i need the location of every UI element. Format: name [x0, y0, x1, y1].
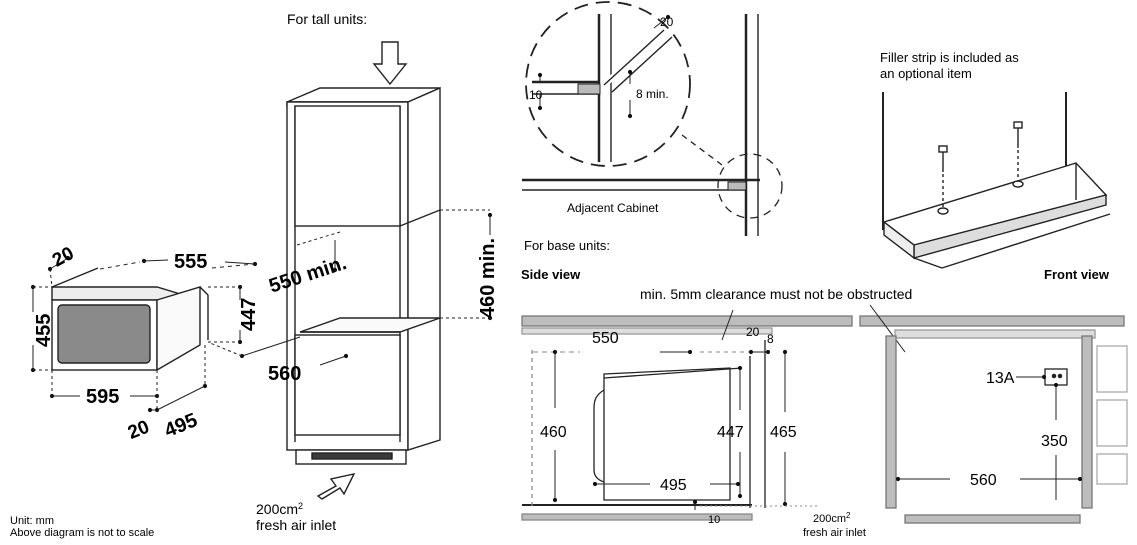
detail-dim-20: 20: [660, 15, 674, 29]
scale-note: Above diagram is not to scale: [10, 527, 154, 539]
tall-units-heading: For tall units:: [287, 11, 367, 27]
filler-note-line1: Filler strip is included as: [880, 50, 1019, 65]
tall-airflow-arrow: [372, 41, 408, 86]
base-units-heading: For base units:: [524, 238, 610, 253]
detail-labels: 20 10 8 min. Adjacent Cabinet: [529, 15, 674, 215]
tall-cabinet: [286, 86, 441, 465]
tall-inlet-arrow: [316, 473, 356, 500]
oven-dimensions: [30, 255, 258, 413]
oven-illustration: [51, 267, 209, 372]
clearance-note: min. 5mm clearance must not be obstructe…: [640, 286, 912, 302]
base-dim-447: 447: [717, 424, 744, 441]
front-dim-560: 560: [970, 472, 997, 489]
front-view-labels: 13A 350 560: [970, 370, 1068, 489]
oven-side-body: [156, 286, 201, 372]
detail-dim-10: 10: [529, 88, 543, 102]
front-view-label: Front view: [1044, 267, 1110, 282]
side-view-diagram: [521, 309, 853, 521]
front-view-dims: [895, 374, 1083, 500]
oven-dim-labels: 20 555 455 447 595 20 495: [33, 243, 260, 444]
oven-door-window: [57, 304, 151, 364]
base-dim-460: 460: [540, 424, 567, 441]
base-dim-495: 495: [660, 477, 687, 494]
detail-zoom-circle: [525, 1, 691, 167]
base-dim-20: 20: [746, 325, 760, 339]
dim-495: 495: [161, 409, 200, 442]
dim-595: 595: [86, 386, 119, 408]
base-dim-8: 8: [767, 332, 774, 346]
filler-note-line2: an optional item: [880, 66, 972, 81]
dim-460-min: 460 min.: [477, 238, 499, 318]
unit-note: Unit: mm: [10, 515, 54, 527]
dim-455: 455: [33, 314, 55, 347]
base-inlet-label: fresh air inlet: [803, 527, 866, 539]
detail-source-circle: [717, 153, 783, 219]
filler-strip-illustration: [882, 92, 1111, 269]
base-dim-550: 550: [592, 330, 619, 347]
dim-560: 560: [268, 363, 301, 385]
tall-air-vent: [311, 452, 393, 460]
base-dim-10: 10: [708, 514, 720, 526]
side-view-labels: 550 20 8 460 447 465 495 10: [540, 325, 797, 526]
tall-inlet-label: fresh air inlet: [256, 517, 336, 533]
side-view-dims: [533, 349, 820, 521]
front-view-diagram: [859, 304, 1128, 524]
socket-label: 13A: [986, 370, 1015, 387]
dim-20-bottom: 20: [125, 417, 152, 444]
detail-dim-8-min: 8 min.: [636, 87, 669, 101]
dim-555: 555: [174, 251, 207, 273]
side-view-label: Side view: [521, 267, 581, 282]
adjacent-cabinet-label: Adjacent Cabinet: [567, 201, 659, 215]
front-dim-350: 350: [1041, 433, 1068, 450]
base-inlet-area: 200cm2: [813, 511, 851, 525]
tall-cabinet-dims: [209, 209, 493, 366]
tall-inlet-area: 200cm2: [256, 501, 303, 517]
base-dim-465: 465: [770, 424, 797, 441]
detail-view: [522, 1, 783, 236]
dim-447: 447: [238, 298, 260, 331]
